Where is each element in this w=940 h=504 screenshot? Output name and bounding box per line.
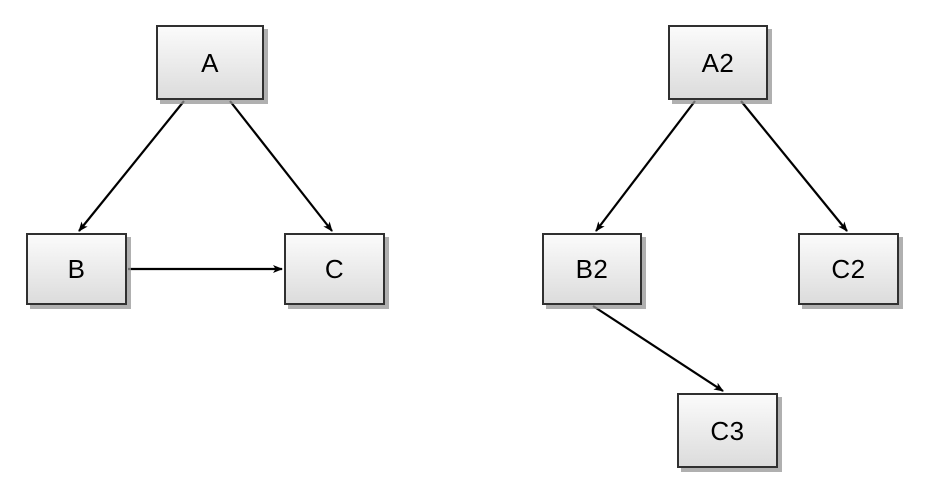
- node-c[interactable]: C: [284, 233, 385, 305]
- node-label: B2: [575, 254, 609, 284]
- node-c3[interactable]: C3: [677, 393, 778, 468]
- edge-group: [78, 100, 848, 392]
- edge-a-b: [78, 100, 185, 232]
- edge-a2-c2: [740, 100, 848, 232]
- node-a2[interactable]: A2: [668, 25, 768, 100]
- node-b[interactable]: B: [26, 233, 127, 305]
- node-a[interactable]: A: [156, 25, 264, 100]
- node-b2[interactable]: B2: [542, 233, 642, 305]
- node-label: A: [201, 47, 219, 78]
- node-label: C2: [831, 254, 866, 284]
- edge-a2-b2: [595, 100, 696, 232]
- node-label: C: [324, 254, 345, 284]
- node-label: B: [67, 254, 86, 284]
- node-label: C3: [710, 415, 745, 446]
- node-label: A2: [701, 47, 735, 78]
- node-c2[interactable]: C2: [798, 233, 899, 305]
- edge-a-c: [229, 100, 333, 232]
- edge-b2-c3: [592, 305, 724, 392]
